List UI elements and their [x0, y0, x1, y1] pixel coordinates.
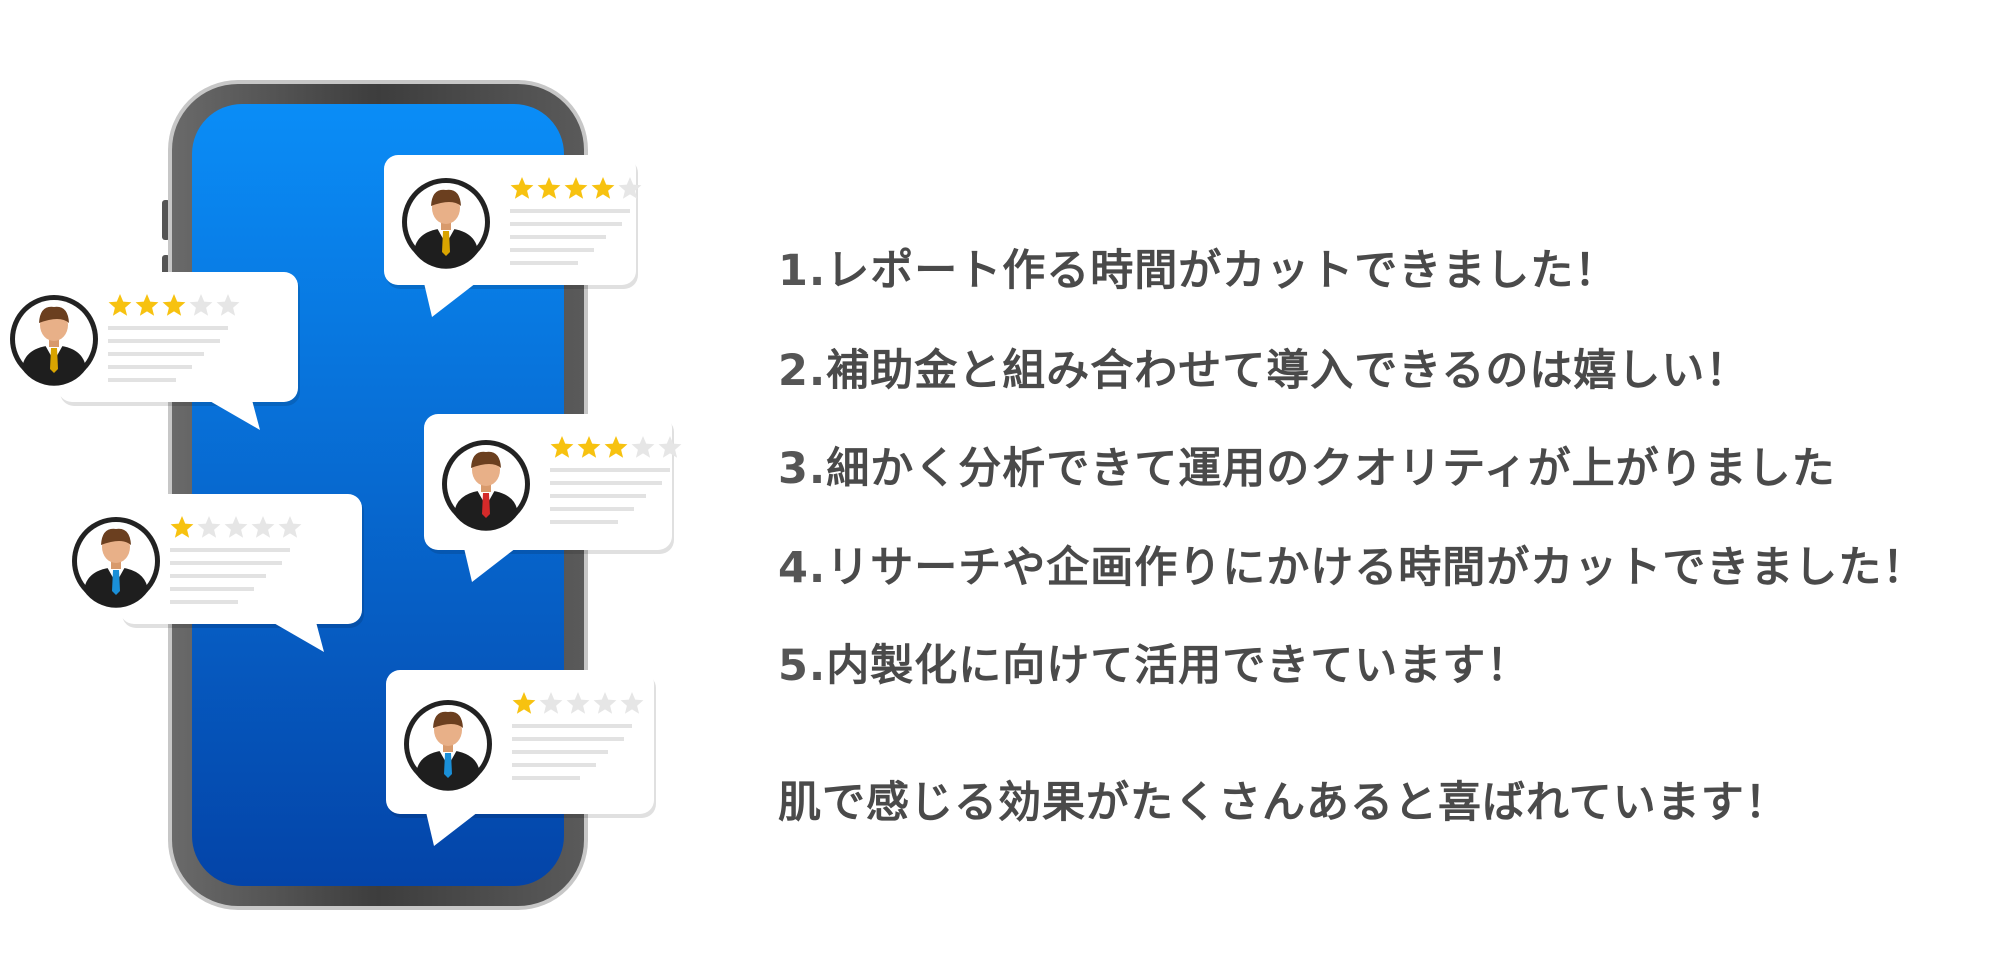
- star-icon: [550, 436, 574, 458]
- summary-text: 肌で感じる効果がたくさんあると喜ばれています！: [778, 778, 1789, 828]
- review-text-line: [108, 365, 192, 369]
- tie-icon: [50, 348, 58, 373]
- feedback-item-5: 5.内製化に向けて活用できています！: [778, 645, 1978, 688]
- feedback-number: 3.: [778, 444, 827, 494]
- review-text-line: [550, 494, 646, 498]
- feedback-text: リサーチや企画作りにかける時間がカットできました！: [826, 543, 1927, 593]
- feedback-item-1: 1.レポート作る時間がカットできました！: [778, 250, 1978, 293]
- review-bubble: [424, 414, 682, 582]
- star-icon: [170, 516, 194, 538]
- star-icon: [189, 294, 213, 316]
- avatar: [404, 700, 492, 791]
- feedback-item-2: 2.補助金と組み合わせて導入できるのは嬉しい！: [778, 350, 1978, 393]
- star-icon: [620, 692, 644, 714]
- review-text-line: [512, 750, 608, 754]
- bubble-tail: [464, 548, 516, 582]
- star-icon: [251, 516, 275, 538]
- star-icon: [593, 692, 617, 714]
- star-icon: [566, 692, 590, 714]
- bubble-tail: [426, 812, 478, 846]
- review-text-line: [510, 209, 630, 213]
- star-icon: [135, 294, 159, 316]
- feedback-number: 4.: [778, 543, 827, 593]
- tie-icon: [442, 231, 450, 256]
- feedback-text: 内製化に向けて活用できています！: [826, 641, 1531, 691]
- review-text-line: [512, 737, 624, 741]
- review-text-line: [512, 763, 596, 767]
- feedback-number: 2.: [778, 346, 827, 396]
- phone-review-illustration: [10, 80, 682, 910]
- review-text-line: [108, 339, 220, 343]
- avatar: [72, 517, 160, 608]
- star-icon: [510, 177, 534, 199]
- bubble-tail: [424, 283, 476, 317]
- star-icon: [162, 294, 186, 316]
- avatar: [402, 178, 490, 269]
- star-icon: [278, 516, 302, 538]
- feedback-text: 細かく分析できて運用のクオリティが上がりました: [826, 444, 1836, 494]
- star-icon: [577, 436, 601, 458]
- review-text-line: [550, 520, 618, 524]
- review-bubble: [384, 155, 642, 317]
- star-icon: [658, 436, 682, 458]
- review-text-line: [550, 507, 634, 511]
- review-text-line: [108, 352, 204, 356]
- review-text-line: [510, 222, 622, 226]
- review-bubble: [10, 272, 300, 430]
- feedback-item-4: 4.リサーチや企画作りにかける時間がカットできました！: [778, 547, 1978, 590]
- star-icon: [618, 177, 642, 199]
- avatar: [442, 440, 530, 531]
- review-text-line: [108, 378, 176, 382]
- avatar: [10, 295, 98, 386]
- review-text-line: [108, 326, 228, 330]
- review-text-line: [510, 235, 606, 239]
- star-icon: [604, 436, 628, 458]
- star-icon: [512, 692, 536, 714]
- star-icon: [564, 177, 588, 199]
- star-icon: [631, 436, 655, 458]
- star-icon: [537, 177, 561, 199]
- review-text-line: [170, 600, 238, 604]
- star-icon: [108, 294, 132, 316]
- review-text-line: [510, 261, 578, 265]
- feedback-number: 1.: [778, 246, 827, 296]
- star-icon: [197, 516, 221, 538]
- feedback-text: レポート作る時間がカットできました！: [826, 246, 1619, 296]
- star-icon: [591, 177, 615, 199]
- tie-icon: [482, 493, 490, 518]
- tie-icon: [444, 753, 452, 778]
- feedback-panel: 1.レポート作る時間がカットできました！ 2.補助金と組み合わせて導入できるのは…: [778, 0, 1978, 967]
- feedback-item-3: 3.細かく分析できて運用のクオリティが上がりました: [778, 448, 1978, 491]
- star-icon: [539, 692, 563, 714]
- feedback-text: 補助金と組み合わせて導入できるのは嬉しい！: [826, 346, 1750, 396]
- review-text-line: [550, 481, 662, 485]
- review-bubbles: [10, 155, 682, 846]
- review-text-line: [170, 548, 290, 552]
- review-text-line: [170, 587, 254, 591]
- bubble-tail: [272, 622, 324, 652]
- star-icon: [216, 294, 240, 316]
- review-text-line: [512, 724, 632, 728]
- review-text-line: [170, 561, 282, 565]
- review-text-line: [550, 468, 670, 472]
- review-text-line: [170, 574, 266, 578]
- tie-icon: [112, 570, 120, 595]
- star-icon: [224, 516, 248, 538]
- review-text-line: [510, 248, 594, 252]
- bubble-tail: [208, 400, 260, 430]
- feedback-number: 5.: [778, 641, 827, 691]
- review-bubble: [72, 494, 364, 652]
- review-text-line: [512, 776, 580, 780]
- review-bubble: [386, 670, 656, 846]
